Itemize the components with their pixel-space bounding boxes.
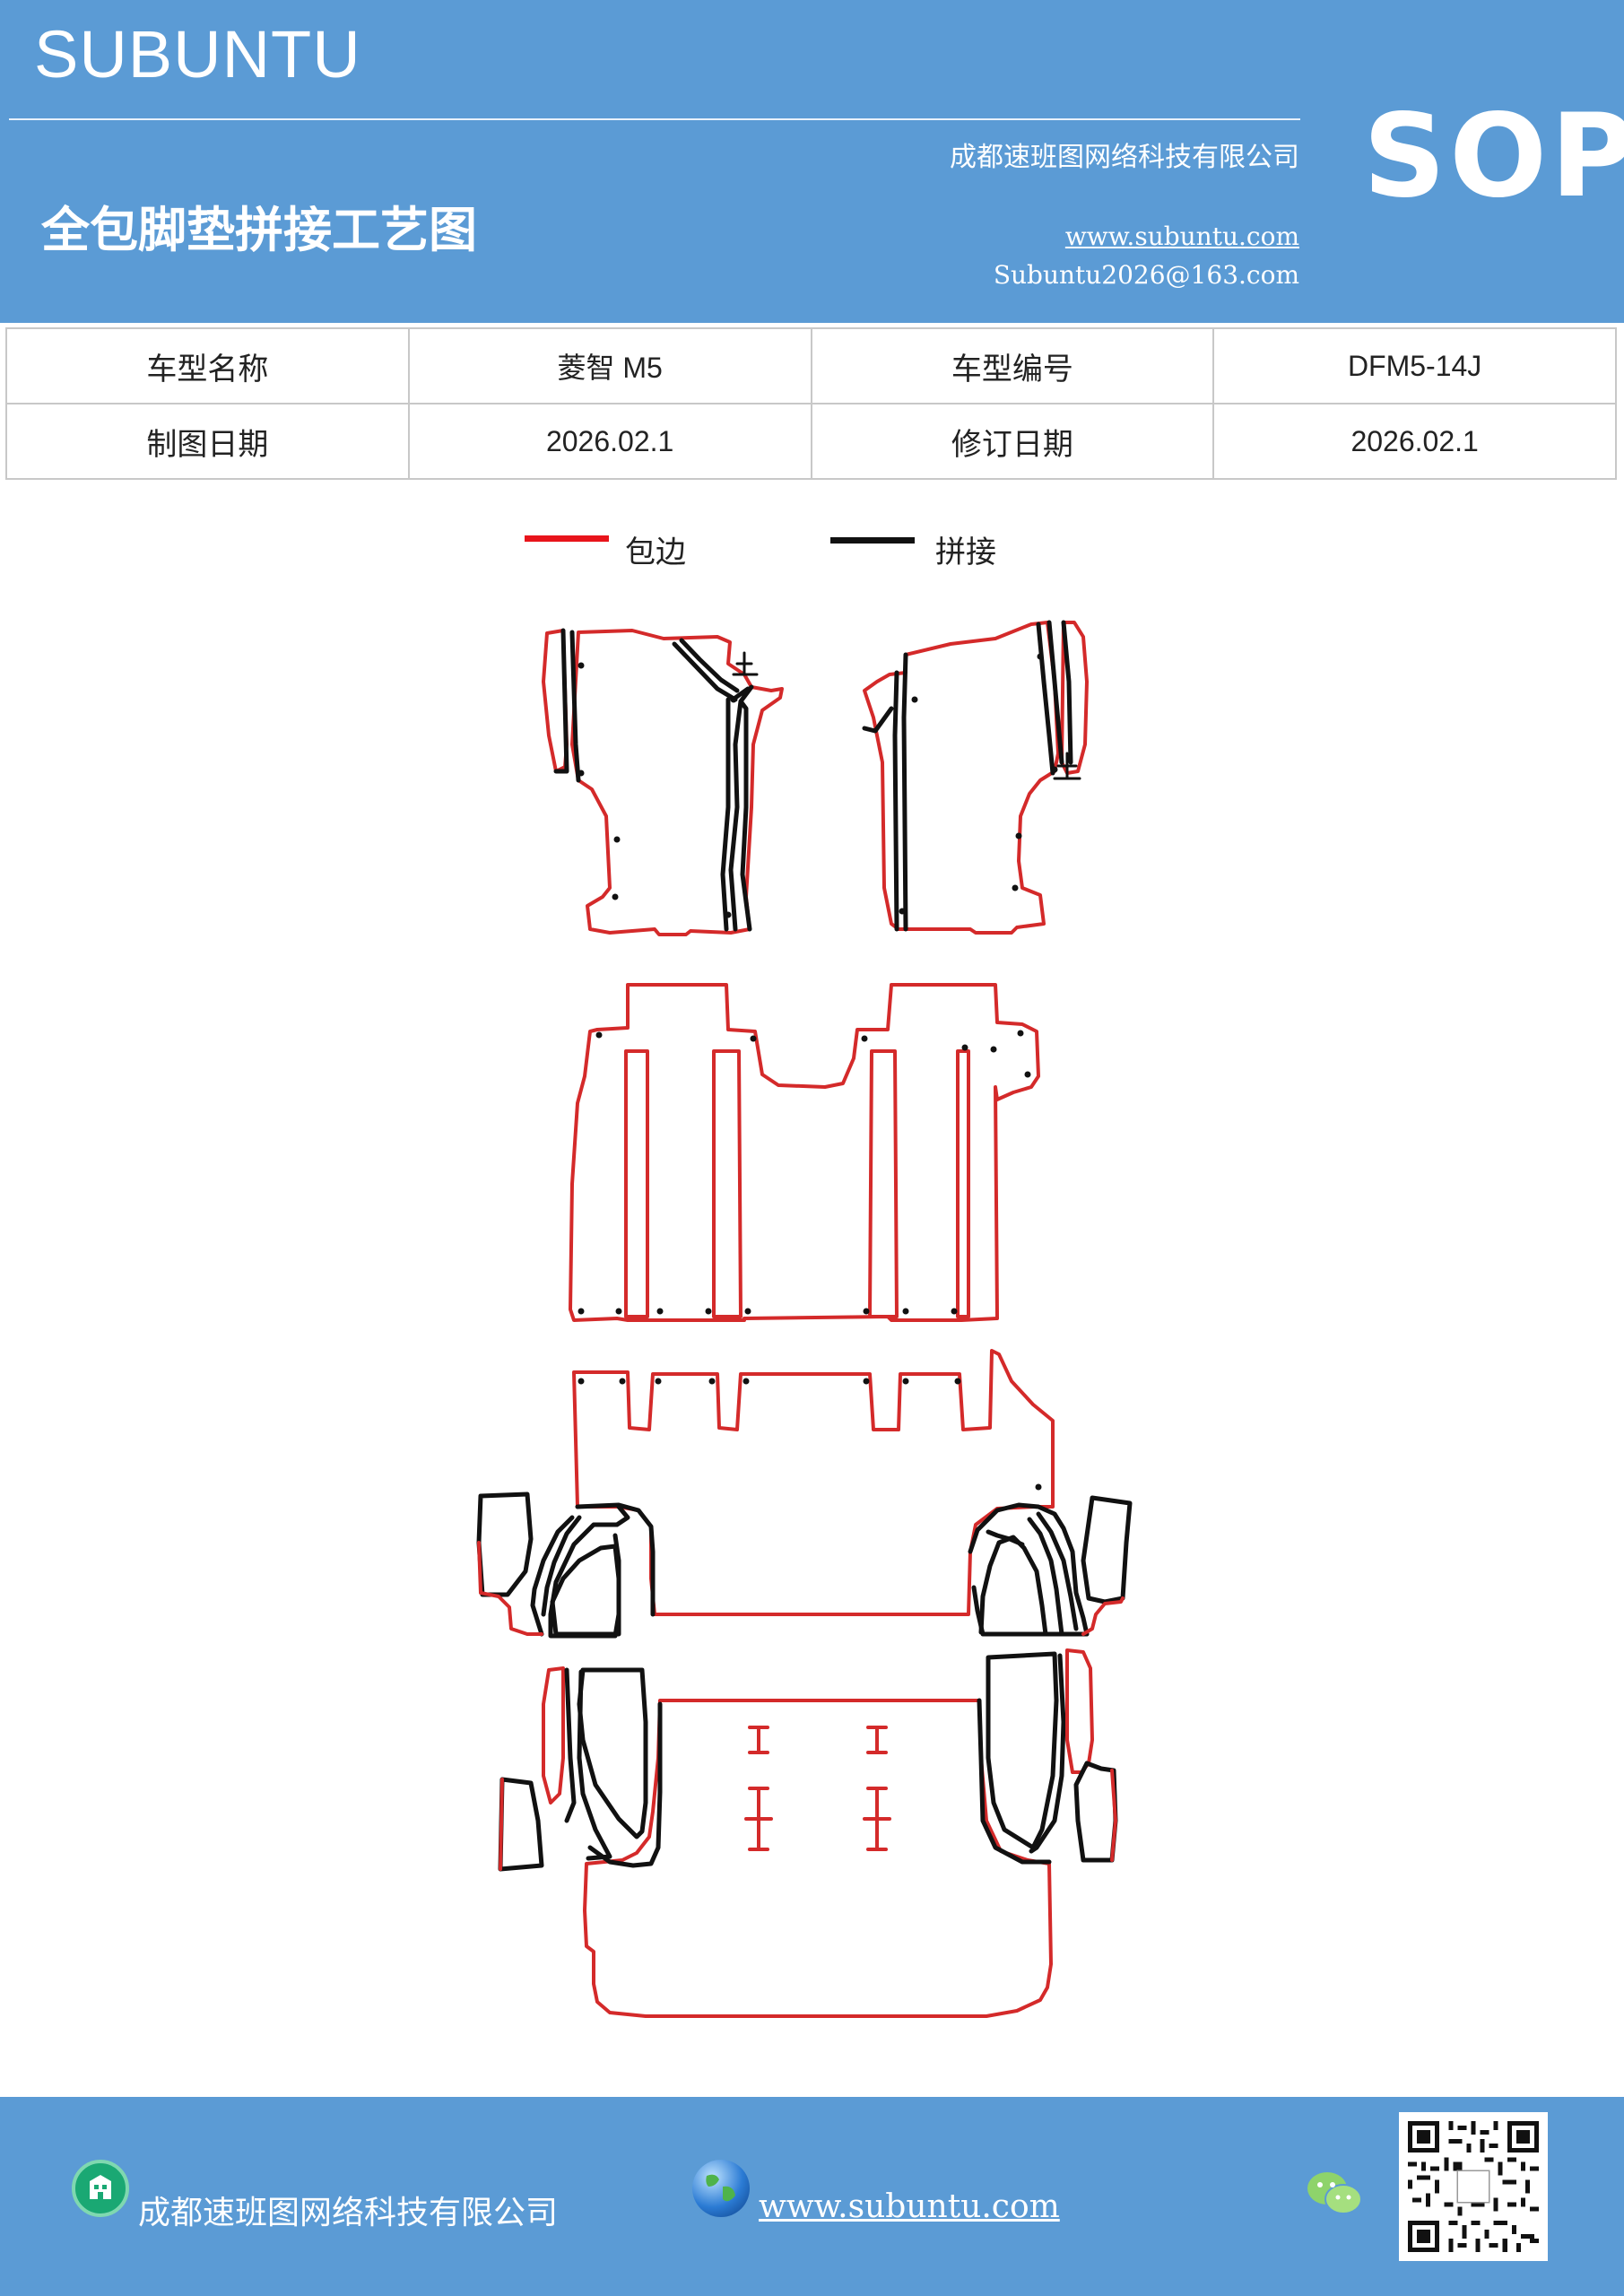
front-left-dots xyxy=(578,662,737,918)
table-row: 制图日期 2026.02.1 修订日期 2026.02.1 xyxy=(5,403,1617,480)
front-right-dots xyxy=(899,653,1058,915)
rear-mat-dots xyxy=(578,1378,1042,1491)
front-right-up-marker xyxy=(1053,752,1081,780)
document-title: 全包脚垫拼接工艺图 xyxy=(41,202,477,258)
middle-mat-outline xyxy=(569,983,1040,1322)
header-email: Subuntu2026@163.com xyxy=(993,260,1299,290)
header-website-link[interactable]: www.subuntu.com xyxy=(1064,222,1299,251)
cell-model-code-label: 车型编号 xyxy=(810,327,1215,404)
footer-banner: 成都速班图网络科技有限公司 www.subuntu.com xyxy=(0,2097,1624,2296)
trunk-center-markers xyxy=(744,1726,891,1851)
cell-draw-date-value: 2026.02.1 xyxy=(407,403,812,480)
trunk-right-splice-2 xyxy=(977,1653,1066,1865)
header-divider xyxy=(9,118,1300,120)
front-left-splice-1 xyxy=(553,628,581,783)
legend-splice-label: 拼接 xyxy=(935,535,996,570)
rear-mat xyxy=(476,1349,1133,1639)
trunk-left-splice-3 xyxy=(587,1701,663,1868)
header-banner: SUBUNTU 成都速班图网络科技有限公司 全包脚垫拼接工艺图 www.subu… xyxy=(0,0,1624,323)
trunk-mat xyxy=(498,1648,1118,2018)
front-left-mat-outline xyxy=(570,629,784,936)
middle-mat xyxy=(569,983,1040,1322)
cell-model-name-value: 菱智 M5 xyxy=(407,327,812,404)
trunk-left-bottom-panel xyxy=(498,1777,544,1872)
middle-strip-3 xyxy=(868,1049,899,1318)
front-left-splice-2 xyxy=(672,638,740,702)
globe-icon xyxy=(692,2160,750,2217)
footer-company: 成都速班图网络科技有限公司 xyxy=(138,2195,559,2231)
cell-revision-date-label: 修订日期 xyxy=(810,403,1215,480)
trunk-right-bottom-edge xyxy=(1110,1769,1117,1862)
rear-right-side-panel xyxy=(1081,1495,1133,1605)
table-row: 车型名称 菱智 M5 车型编号 DFM5-14J xyxy=(5,327,1617,404)
cell-model-name-label: 车型名称 xyxy=(5,327,410,404)
front-left-up-marker xyxy=(732,651,759,676)
footer-website-link[interactable]: www.subuntu.com xyxy=(759,2188,1060,2225)
trunk-right-bottom-panel xyxy=(1073,1761,1118,1863)
wechat-icon xyxy=(1304,2167,1367,2221)
middle-mat-dots xyxy=(578,1030,1031,1315)
rear-right-arch-inner xyxy=(978,1535,1048,1637)
trunk-left-splice-2 xyxy=(577,1667,648,1839)
front-left-mat xyxy=(542,628,784,936)
cell-revision-date-value: 2026.02.1 xyxy=(1212,403,1617,480)
trunk-right-splice-1 xyxy=(986,1651,1059,1850)
middle-strip-1 xyxy=(624,1049,649,1318)
rear-right-arch-splice xyxy=(1027,1511,1079,1637)
front-right-splice-2 xyxy=(1036,620,1073,776)
middle-strip-4 xyxy=(956,1049,970,1318)
rear-left-side-panel xyxy=(476,1492,534,1597)
trunk-right-outer-strip xyxy=(1065,1648,1094,1774)
rear-mat-outline xyxy=(572,1349,1055,1616)
rear-right-side-panel-edge xyxy=(1081,1596,1125,1636)
rear-left-side-panel-edge xyxy=(477,1541,543,1636)
legend-splice-swatch xyxy=(830,537,915,544)
cell-model-code-value: DFM5-14J xyxy=(1212,327,1617,404)
cell-draw-date-label: 制图日期 xyxy=(5,403,410,480)
legend-edging-label: 包边 xyxy=(625,535,686,570)
brand-name: SUBUNTU xyxy=(34,17,361,91)
header-company: 成都速班图网络科技有限公司 xyxy=(950,142,1299,173)
front-left-splice-3 xyxy=(720,684,754,932)
rear-left-arch-splice xyxy=(530,1515,582,1637)
vehicle-info-table: 车型名称 菱智 M5 车型编号 DFM5-14J 制图日期 2026.02.1 … xyxy=(5,327,1617,480)
trunk-left-bottom-edge xyxy=(499,1778,504,1871)
front-right-mat xyxy=(862,620,1089,935)
trunk-left-outer-strip xyxy=(542,1666,565,1805)
qr-code xyxy=(1399,2112,1548,2261)
sop-badge: SOP xyxy=(1363,90,1624,223)
building-icon xyxy=(72,2160,129,2217)
front-right-splice-1 xyxy=(862,652,908,932)
middle-strip-2 xyxy=(712,1049,743,1318)
legend-edging-swatch xyxy=(525,535,609,542)
rear-left-arch-inner xyxy=(550,1544,621,1637)
